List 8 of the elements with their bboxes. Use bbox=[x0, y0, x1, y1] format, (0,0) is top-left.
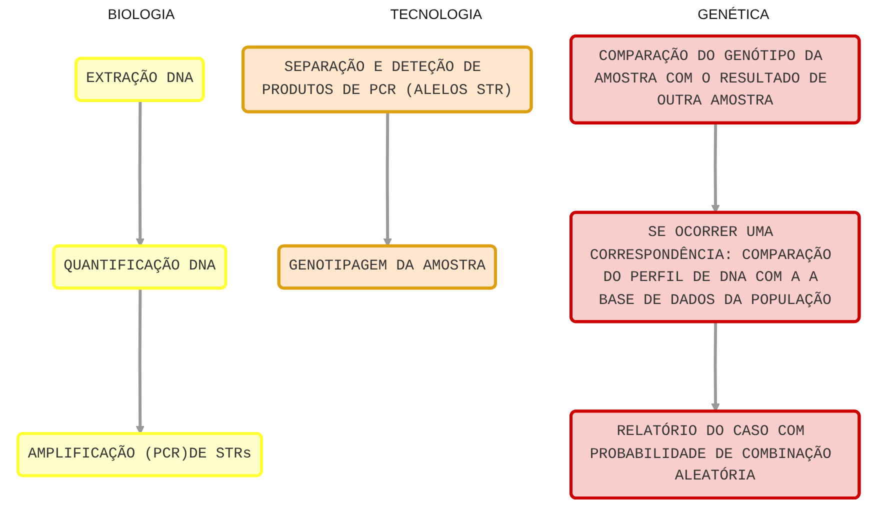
arrow bbox=[136, 288, 144, 434]
arrow bbox=[136, 101, 144, 247]
column-heading: GENÉTICA bbox=[698, 6, 770, 22]
column-heading: BIOLOGIA bbox=[108, 6, 175, 22]
arrow bbox=[711, 322, 720, 412]
arrow bbox=[383, 112, 392, 247]
column-heading: TECNOLOGIA bbox=[390, 6, 482, 22]
arrow bbox=[711, 123, 720, 214]
